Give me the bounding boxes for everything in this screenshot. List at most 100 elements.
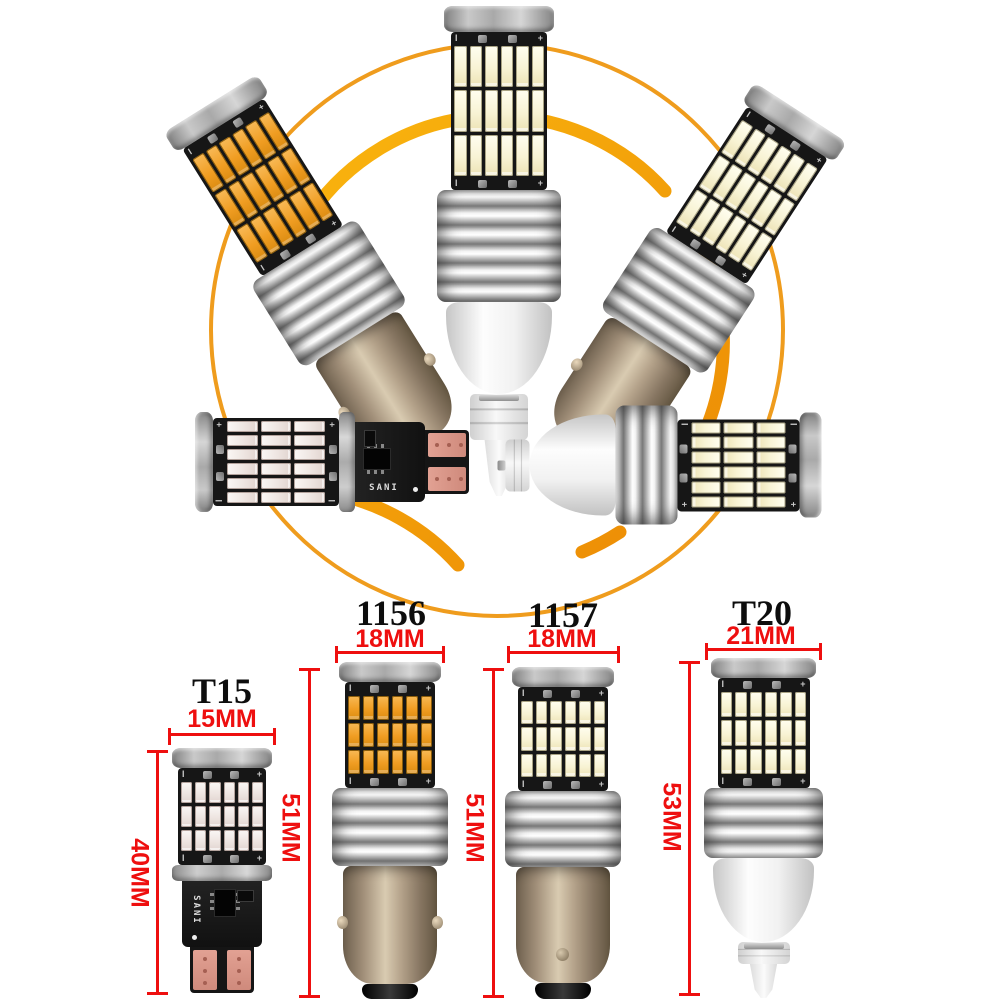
led-chip xyxy=(723,451,754,464)
polarity-plus-mark: + xyxy=(598,779,604,789)
solder-pad xyxy=(370,777,380,786)
led-chip xyxy=(593,753,605,777)
height-line-1156 xyxy=(299,668,320,998)
polarity-plus-mark: + xyxy=(788,501,799,507)
base-contact-tip xyxy=(535,983,591,999)
led-chip xyxy=(260,463,292,475)
solder-pad xyxy=(789,444,797,454)
led-chip xyxy=(756,466,786,479)
led-chip xyxy=(227,449,258,461)
board-contact-strip: I + xyxy=(345,682,435,695)
bulb-t20-spec: I + I + xyxy=(704,658,823,998)
led-chip xyxy=(750,720,762,746)
led-chip-grid xyxy=(518,700,608,778)
thick-arc-bottom-right xyxy=(575,525,627,559)
led-chip xyxy=(720,748,733,774)
led-chip xyxy=(420,723,432,747)
led-chip xyxy=(723,436,754,449)
polarity-plus-mark: + xyxy=(598,688,604,698)
solder-pad xyxy=(229,854,239,863)
white-body xyxy=(446,302,552,394)
led-chip xyxy=(391,723,403,747)
spec-height-t15: 40MM xyxy=(125,838,154,908)
heatsink xyxy=(704,788,823,858)
led-chip xyxy=(550,753,562,777)
led-chip xyxy=(756,496,786,508)
driver-pcb: SANI xyxy=(355,422,425,502)
solder-pad xyxy=(507,179,517,188)
polarity-minus-mark: I xyxy=(721,776,725,786)
solder-pad xyxy=(543,780,553,789)
led-chip xyxy=(764,720,777,746)
led-board: I + I + xyxy=(518,687,608,791)
led-chip xyxy=(535,753,547,777)
contact-dots xyxy=(237,957,241,961)
polarity-plus-mark: + xyxy=(327,422,337,428)
polarity-plus-mark: + xyxy=(256,101,267,113)
led-chip xyxy=(237,782,249,803)
led-chip xyxy=(294,477,325,489)
solder-pad xyxy=(370,684,380,693)
led-board: I + I + xyxy=(345,682,435,788)
contact-dots xyxy=(435,443,439,447)
led-chip xyxy=(500,46,513,88)
led-chip xyxy=(362,750,374,774)
spec-height-1156: 51MM xyxy=(276,793,305,863)
led-chip xyxy=(579,753,591,777)
contact-pad xyxy=(428,433,466,457)
solder-pad xyxy=(570,689,580,698)
contact-dots xyxy=(435,477,439,481)
led-chip xyxy=(723,422,754,434)
spec-height-1157: 51MM xyxy=(460,793,489,863)
bulb-t15-horizontal: I + I + SANI xyxy=(195,411,469,513)
polarity-plus-mark: + xyxy=(814,154,825,166)
polarity-minus-mark: I xyxy=(349,683,352,693)
polarity-plus-mark: + xyxy=(800,679,806,689)
led-chip xyxy=(550,701,562,725)
led-chip xyxy=(779,692,792,718)
ic-chip xyxy=(363,447,391,470)
spec-height-t20: 53MM xyxy=(657,782,686,852)
board-contact-strip: I + xyxy=(326,418,339,506)
wire-clip xyxy=(479,395,519,401)
led-chip xyxy=(750,692,762,718)
polarity-minus-mark: I xyxy=(258,262,267,273)
led-chip xyxy=(794,748,807,774)
board-contact-strip: I + xyxy=(345,775,435,788)
led-chip xyxy=(260,435,292,447)
board-contact-strip: I + xyxy=(213,418,226,506)
led-chip xyxy=(209,830,221,851)
polarity-plus-mark: + xyxy=(537,178,543,188)
heatsink xyxy=(331,788,449,866)
wedge-contacts xyxy=(425,430,469,494)
polarity-plus-mark: + xyxy=(256,853,262,863)
polarity-plus-mark: + xyxy=(679,501,690,507)
led-chip xyxy=(735,748,748,774)
brand-text: SANI xyxy=(369,482,399,493)
led-chip xyxy=(794,720,807,746)
solder-pad xyxy=(478,179,488,188)
wire-clip xyxy=(743,943,784,949)
led-board: I + I + xyxy=(178,768,266,865)
led-chip xyxy=(794,692,807,718)
led-chip xyxy=(531,46,544,88)
brand-text: SANI xyxy=(191,895,202,925)
led-chip xyxy=(723,496,754,508)
led-chip xyxy=(735,692,748,718)
solder-pad xyxy=(507,34,517,43)
wedge-stem xyxy=(505,439,530,491)
led-chip xyxy=(195,782,207,803)
led-chip xyxy=(377,750,389,774)
board-contact-strip: I + xyxy=(518,778,608,791)
led-chip xyxy=(223,806,235,827)
polarity-minus-mark: I xyxy=(455,33,458,43)
bayonet-pin xyxy=(432,915,444,929)
polarity-minus-mark: I xyxy=(327,499,337,502)
led-chip xyxy=(691,436,721,449)
solder-pad xyxy=(789,473,797,483)
brass-bayonet-base xyxy=(515,867,611,983)
led-chip xyxy=(756,422,786,434)
solder-pad xyxy=(743,777,753,786)
led-chip xyxy=(564,727,576,751)
led-chip xyxy=(531,134,544,176)
